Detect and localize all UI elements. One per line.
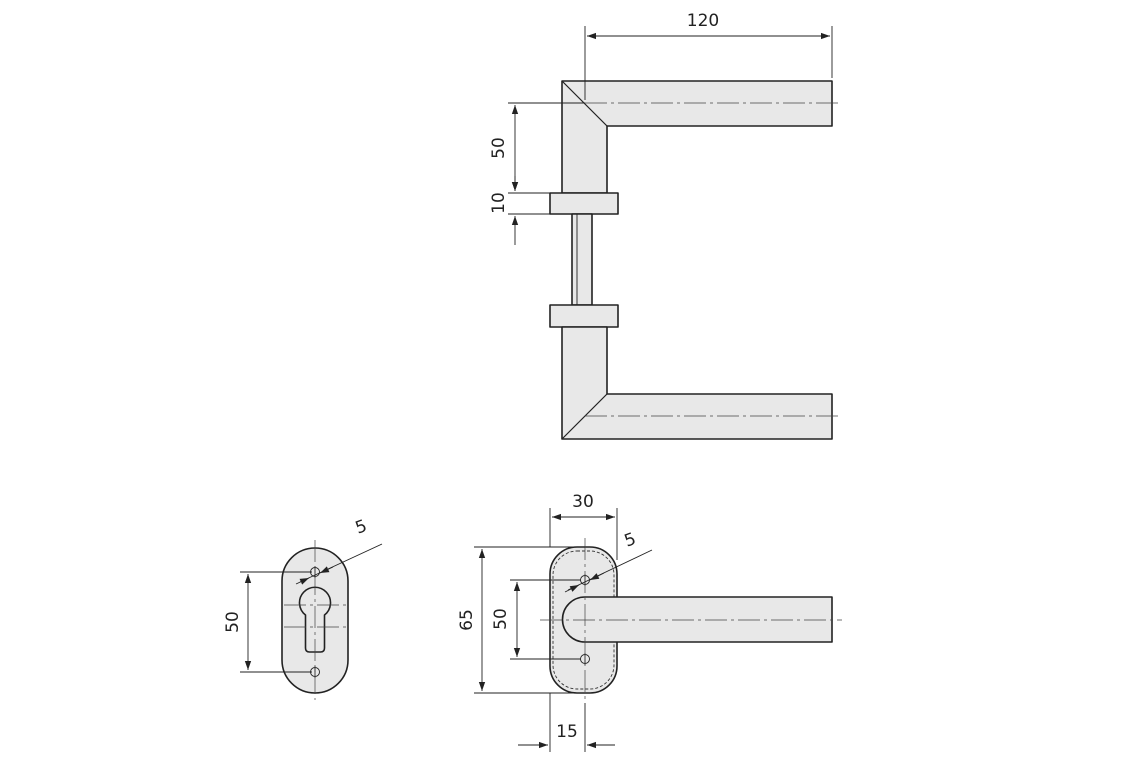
dim-rose-thickness: 10 [489, 192, 509, 214]
dim-escutcheon-height: 50 [223, 611, 243, 633]
upper-rose [549, 192, 619, 215]
lever-arm [561, 596, 833, 643]
dim-handle-length: 120 [687, 11, 719, 31]
handle-front-view: 30 65 50 5 15 [457, 492, 842, 752]
escutcheon-front-view: 50 5 [223, 516, 383, 700]
lower-lever [561, 326, 833, 440]
dim-screw-spacing: 50 [491, 608, 511, 630]
lower-rose [549, 304, 619, 328]
spindle [571, 213, 593, 306]
upper-lever [561, 80, 833, 194]
dim-rose-screw-offset: 5 [622, 529, 639, 551]
dim-rose-offset: 50 [489, 137, 509, 159]
handle-side-view: 120 50 10 [489, 11, 842, 440]
dim-escutcheon-screw-offset: 5 [353, 516, 370, 538]
dim-rose-height: 65 [457, 609, 477, 631]
dim-rose-center: 15 [556, 722, 578, 742]
dim-rose-width: 30 [572, 492, 594, 512]
